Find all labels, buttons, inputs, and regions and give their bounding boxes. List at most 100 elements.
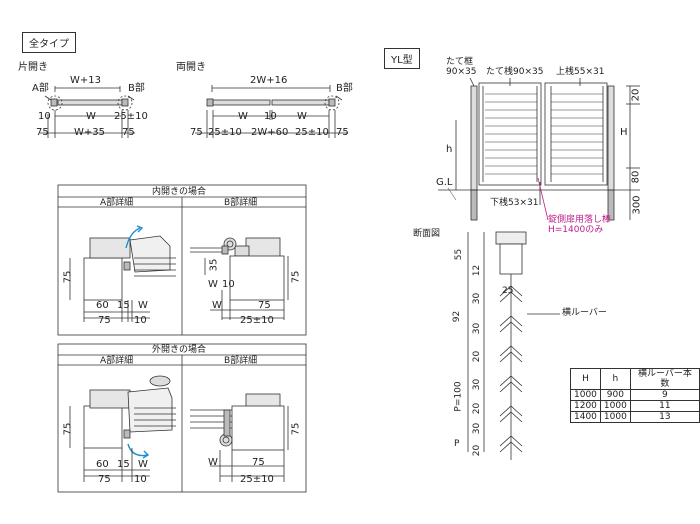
all-types-box: 全タイプ (22, 32, 76, 53)
inward-a-75: 75 (62, 270, 74, 284)
section-p: P (454, 439, 460, 449)
section-d20a: 20 (472, 350, 483, 363)
yl-h-small: h (446, 144, 453, 155)
inward-a-drawing (69, 225, 176, 322)
inward-b-75b: 75 (258, 300, 271, 311)
outward-title: 外開きの場合 (152, 345, 207, 355)
inward-a-60: 60 (96, 300, 109, 311)
yl-tate-label: たて桟90×35 (486, 67, 544, 77)
double-d75-left: 75 (190, 127, 203, 138)
inward-a-15: 15 (117, 300, 130, 311)
section-title: 断面図 (413, 229, 441, 239)
table-header-cell: h (599, 368, 631, 390)
table-cell: 900 (599, 389, 631, 401)
yl-bottom-rail: 下桟53×31 (490, 198, 539, 208)
table-cell: 9 (629, 389, 700, 401)
yl-gl: G.L (436, 177, 453, 188)
table-row: 1400 1000 13 (570, 411, 700, 423)
double-plan-drawing (195, 85, 348, 138)
outward-a-60: 60 (96, 459, 109, 470)
outward-a-title: A部詳細 (100, 356, 134, 366)
table-header-cell: 横ルーバー本数 (629, 368, 700, 390)
table-header-row: H h 横ルーバー本数 (570, 368, 700, 390)
double-center: 10 (264, 111, 277, 122)
single-a-part: A部 (32, 83, 49, 94)
outward-a-drawing (69, 375, 176, 482)
inward-a-75b: 75 (98, 315, 111, 326)
table-cell: 1200 (570, 400, 601, 412)
yl-d300: 300 (631, 195, 643, 215)
table-row: 1000 900 9 (570, 389, 700, 401)
inward-b-25: 25±10 (240, 315, 274, 326)
yl-d20: 20 (630, 88, 642, 102)
inward-b-title: B部詳細 (224, 198, 258, 208)
double-title: 両開き (176, 62, 206, 73)
inward-b-75: 75 (290, 270, 302, 284)
outward-b-75: 75 (290, 422, 302, 436)
single-b-part: B部 (128, 83, 145, 94)
section-d30a: 30 (472, 292, 483, 305)
inward-b-w1: W (208, 279, 218, 290)
single-d25: 25±10 (114, 111, 148, 122)
inward-b-10: 10 (222, 279, 235, 290)
double-d25-right: 25±10 (295, 127, 329, 138)
yl-post-label-2: 90×35 (446, 67, 477, 77)
table-row: 1200 1000 11 (570, 400, 700, 412)
single-w: W (86, 111, 96, 122)
outward-a-10: 10 (134, 474, 147, 485)
single-plan-drawing (40, 86, 135, 138)
table-cell: 1000 (599, 400, 631, 412)
yl-type-box: YL型 (384, 48, 420, 69)
section-d25: 25 (502, 286, 514, 296)
yl-drop-bar-1: 錠側扉用落し棒 (548, 215, 612, 225)
double-d75-right: 75 (336, 127, 349, 138)
table-cell: 1000 (570, 389, 601, 401)
double-bottom-center: 2W+60 (251, 127, 289, 138)
section-louver: 横ルーバー (562, 308, 607, 318)
outward-b-w: W (208, 457, 218, 468)
inward-a-title: A部詳細 (100, 198, 134, 208)
double-d25-left: 25±10 (208, 127, 242, 138)
section-d30c: 30 (472, 378, 483, 391)
yl-top-rail: 上桟55×31 (556, 67, 605, 77)
section-d92: 92 (452, 310, 463, 323)
table-cell: 1000 (599, 411, 631, 423)
double-top-dim: 2W+16 (250, 75, 288, 86)
single-title: 片開き (18, 62, 48, 73)
yl-d80: 80 (630, 170, 642, 184)
yl-type-label: YL型 (391, 55, 413, 66)
inward-b-w2: W (212, 300, 222, 311)
double-w-right: W (297, 111, 307, 122)
section-d20c: 20 (472, 444, 483, 457)
section-d30d: 30 (472, 422, 483, 435)
inward-title: 内開きの場合 (152, 187, 207, 197)
all-types-label: 全タイプ (29, 39, 69, 50)
yl-elevation-drawing (438, 77, 640, 221)
section-p100: P=100 (453, 381, 464, 412)
outward-b-25: 25±10 (240, 474, 274, 485)
section-d30b: 30 (472, 322, 483, 335)
outward-a-75b: 75 (98, 474, 111, 485)
outward-a-w: W (138, 459, 148, 470)
outward-b-drawing (190, 393, 289, 482)
section-d55: 55 (454, 248, 465, 261)
section-d20b: 20 (472, 402, 483, 415)
inward-b-drawing (190, 237, 289, 320)
spec-table: H h 横ルーバー本数 1000 900 9 1200 1000 11 1400… (570, 368, 700, 423)
single-d10: 10 (38, 111, 51, 122)
yl-post-label-1: たて框 (446, 57, 474, 67)
inward-a-w: W (138, 300, 148, 311)
yl-h-large: H (620, 127, 628, 138)
double-b-part: B部 (336, 83, 353, 94)
table-header-cell: H (570, 368, 601, 390)
double-w-left: W (238, 111, 248, 122)
table-cell: 13 (629, 411, 700, 423)
outward-a-75: 75 (62, 422, 74, 436)
single-bottom-dim: W+35 (74, 127, 105, 138)
single-d75-right: 75 (122, 127, 135, 138)
inward-a-10: 10 (134, 315, 147, 326)
section-drawing (467, 231, 560, 460)
table-cell: 1400 (570, 411, 601, 423)
yl-drop-bar-2: H=1400のみ (548, 225, 604, 235)
